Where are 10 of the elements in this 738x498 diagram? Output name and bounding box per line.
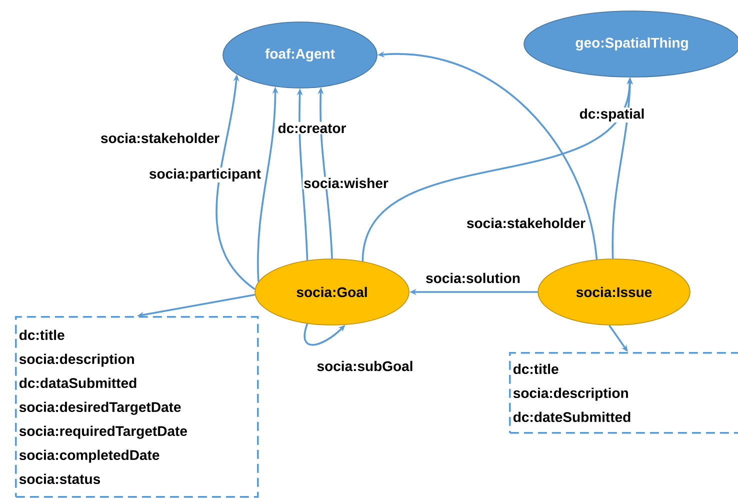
edge-label: socia:stakeholder [465, 216, 587, 230]
edge-label: socia:wisher [302, 176, 390, 190]
edge-label: socia:subGoal [316, 360, 414, 372]
edge-label: socia:participant [148, 167, 262, 183]
attribute-box: dc:title socia:description dc:dataSubmitted socia:desiredTargetDate socia:requiredTargetDate socia:completedDate socia:status [15, 316, 259, 498]
edge-label: dc:spatial [578, 107, 646, 123]
edge-label: socia:solution [424, 272, 522, 284]
edge-label: dc:creator [276, 122, 348, 134]
attribute-box: dc:title socia:description dc:dateSubmitted [509, 352, 738, 434]
edge-label: socia:stakeholder [99, 132, 221, 144]
